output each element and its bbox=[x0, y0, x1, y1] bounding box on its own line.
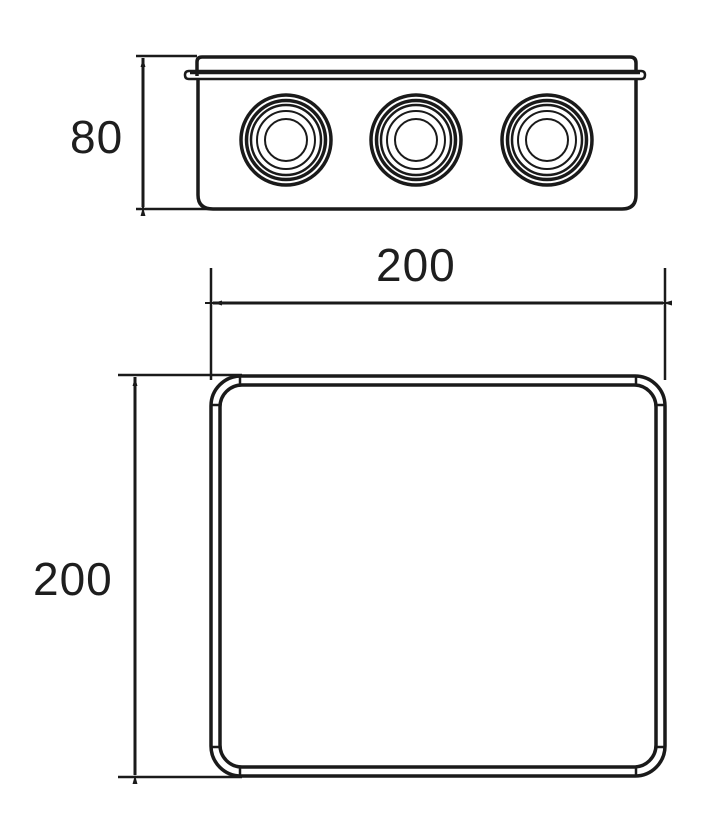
cable-gland-2 bbox=[369, 93, 463, 187]
corner-ticks bbox=[211, 376, 665, 776]
cable-gland-1 bbox=[239, 93, 333, 187]
depth-dimension bbox=[118, 373, 242, 785]
lid-outer-edge bbox=[209, 374, 667, 778]
side-view bbox=[136, 54, 647, 217]
lid-cap bbox=[195, 55, 638, 76]
lid-inner-edge bbox=[218, 383, 658, 769]
height-dimension-label: 80 bbox=[70, 111, 124, 163]
box-body bbox=[196, 79, 638, 211]
top-view bbox=[118, 268, 673, 785]
height-dimension bbox=[136, 54, 213, 217]
width-dimension-label: 200 bbox=[376, 239, 456, 291]
width-dimension bbox=[205, 268, 673, 380]
lid-rim bbox=[183, 69, 647, 81]
cable-gland-3 bbox=[500, 93, 594, 187]
depth-dimension-label: 200 bbox=[33, 553, 113, 605]
